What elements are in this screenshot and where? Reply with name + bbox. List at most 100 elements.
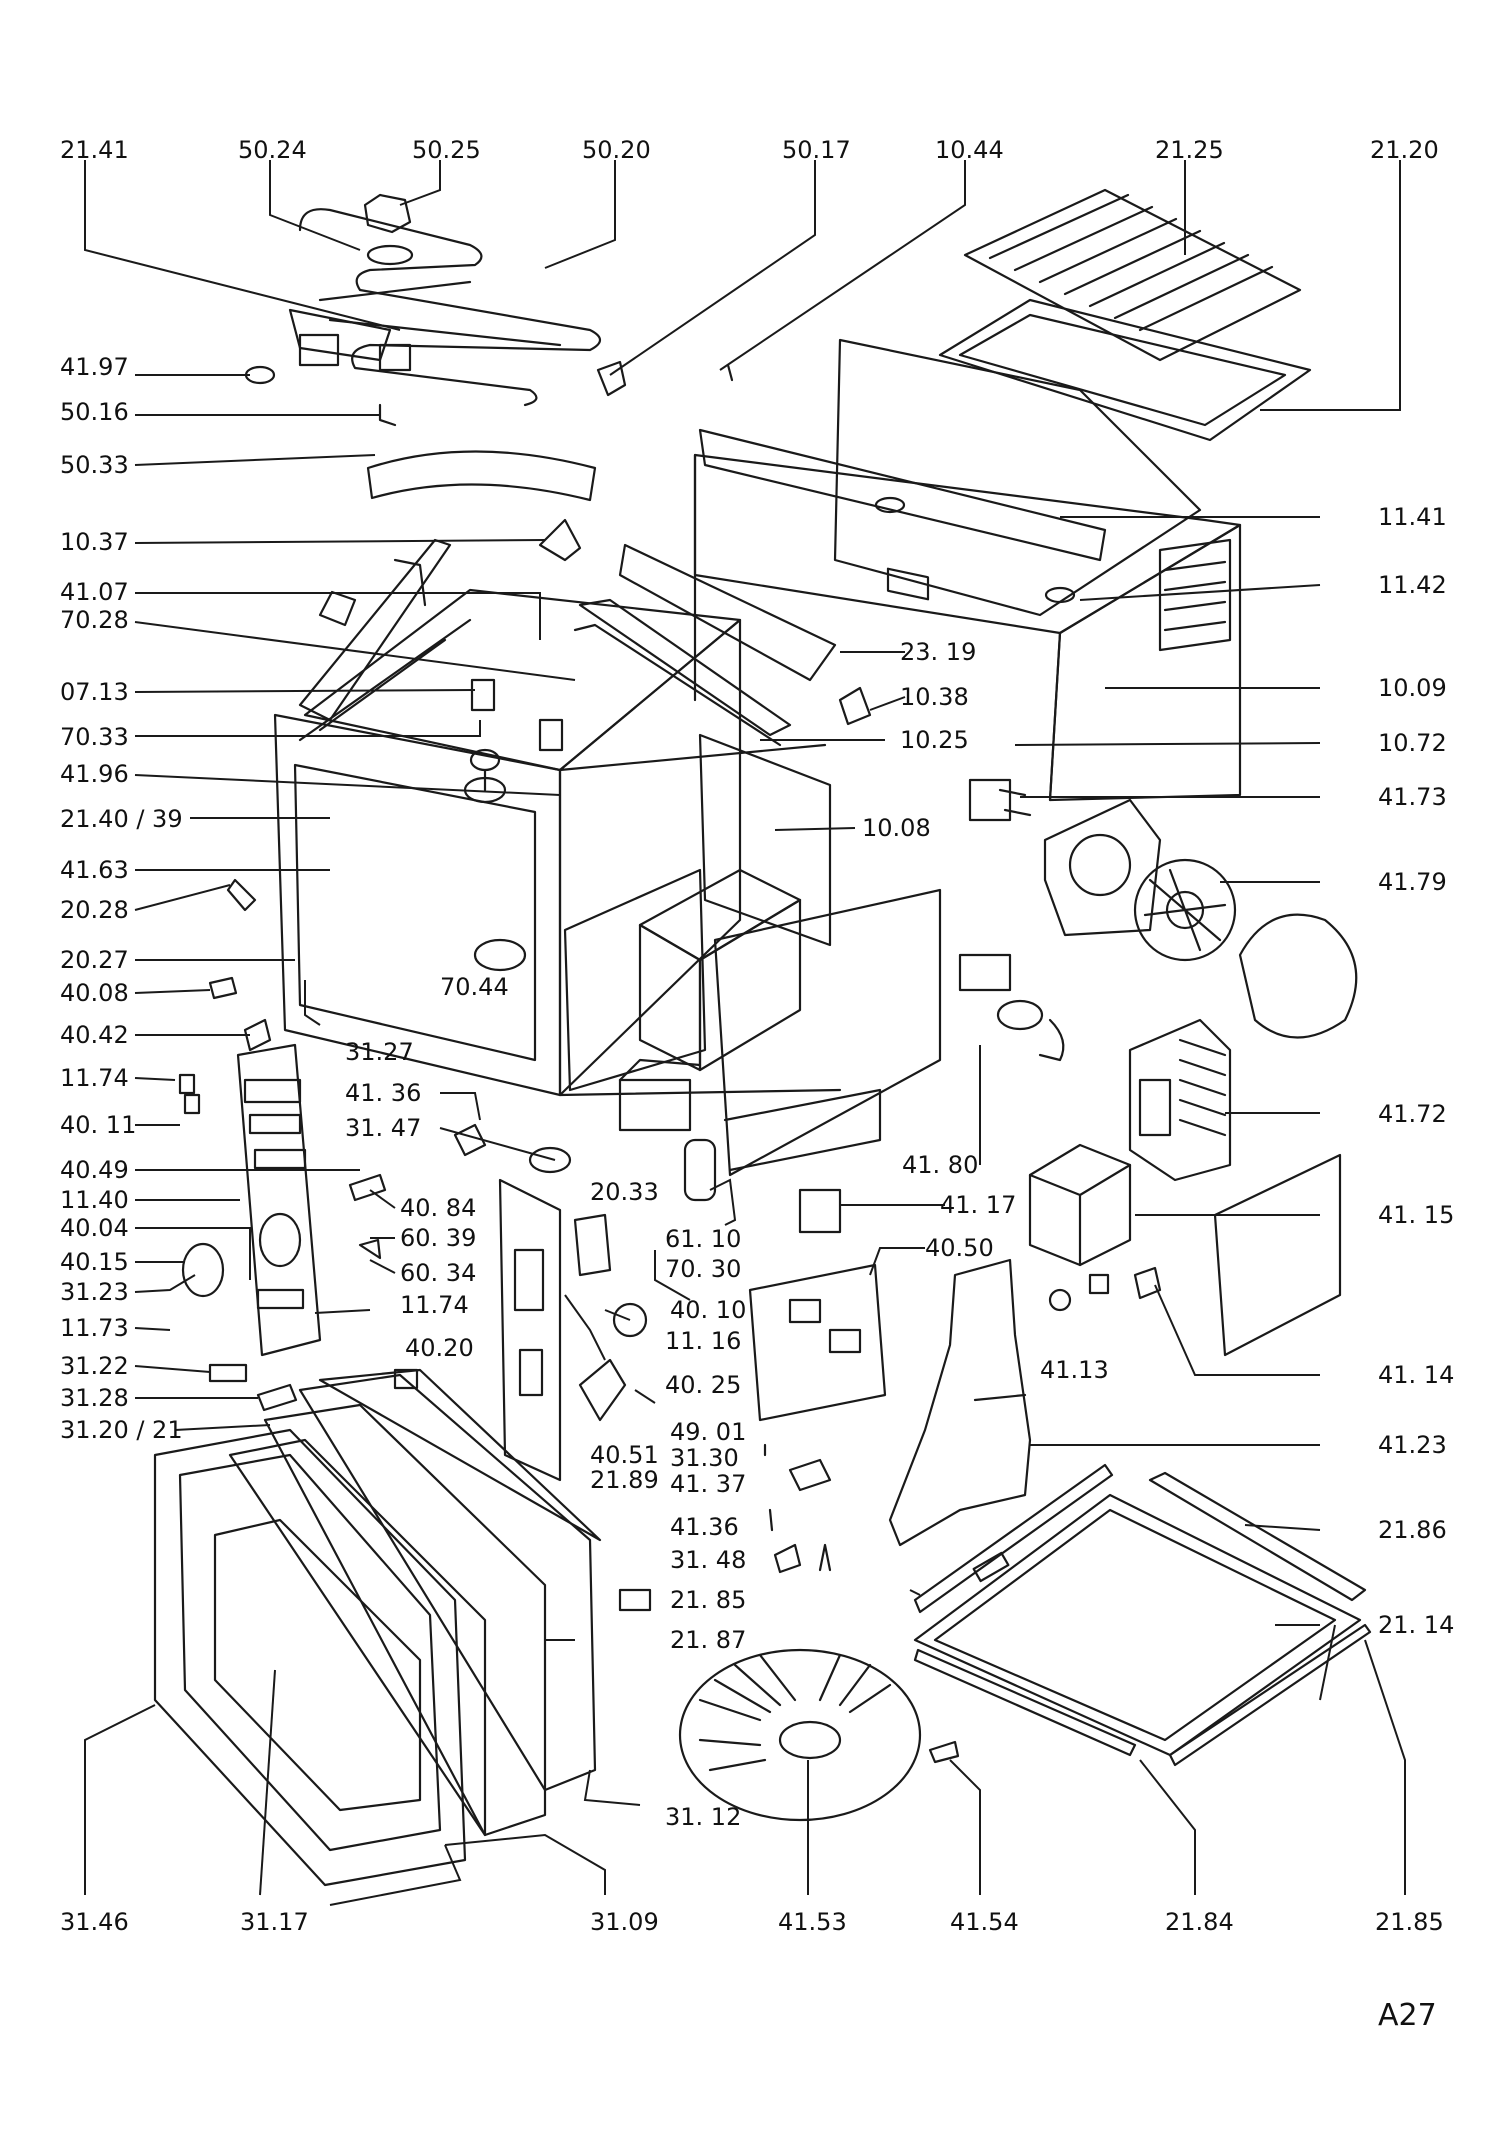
label-41-14: 41. 14 [1378, 1361, 1454, 1389]
label-50-17: 50.17 [782, 136, 851, 164]
fan-blade [1133, 858, 1237, 962]
label-41-36-upper: 41. 36 [345, 1079, 421, 1107]
label-70-28: 70.28 [60, 606, 129, 634]
label-31-23: 31.23 [60, 1278, 129, 1306]
label-70-30: 70. 30 [665, 1255, 741, 1283]
label-11-40: 11.40 [60, 1186, 129, 1214]
oven-front-frame [273, 588, 842, 1097]
fan-cover [1238, 913, 1358, 1039]
label-41-63: 41.63 [60, 856, 129, 884]
label-31-48: 31. 48 [670, 1546, 746, 1574]
label-10-38: 10.38 [900, 683, 969, 711]
label-40-15: 40.15 [60, 1248, 129, 1276]
label-50-24: 50.24 [238, 136, 307, 164]
label-41-73: 41.73 [1378, 783, 1447, 811]
label-21-89: 21.89 [590, 1466, 659, 1494]
label-40-10: 40. 10 [670, 1296, 746, 1324]
grill-reflector-50-33 [366, 450, 597, 502]
stirrer-motor-mount [463, 678, 507, 804]
label-41-13: 41.13 [1040, 1356, 1109, 1384]
cavity-side-bracket [618, 543, 837, 682]
relay-41-17 [798, 1188, 842, 1234]
label-31-28: 31.28 [60, 1384, 129, 1412]
label-20-28: 20.28 [60, 896, 129, 924]
door-inner-panels [228, 1368, 602, 1837]
label-21-84: 21.84 [1165, 1908, 1234, 1936]
label-41-97: 41.97 [60, 353, 129, 381]
label-41-23: 41.23 [1378, 1431, 1447, 1459]
label-40-49: 40.49 [60, 1156, 129, 1184]
part-number-labels: 21.41 50.24 50.25 50.20 50.17 10.44 21.2… [60, 136, 1454, 2033]
label-21-40-39: 21.40 / 39 [60, 805, 183, 833]
left-small-parts [178, 878, 298, 1412]
label-21-87: 21. 87 [670, 1626, 746, 1654]
label-41-36-lower: 41.36 [670, 1513, 739, 1541]
tray-rails [913, 1463, 1372, 1767]
label-10-08: 10.08 [862, 814, 931, 842]
label-31-46: 31.46 [60, 1908, 129, 1936]
label-11-16: 11. 16 [665, 1327, 741, 1355]
door-hinge-arm [298, 538, 452, 722]
label-21-85-mid: 21. 85 [670, 1586, 746, 1614]
label-41-80: 41. 80 [902, 1151, 978, 1179]
label-41-54: 41.54 [950, 1908, 1019, 1936]
hv-capacitor-41-80 [958, 953, 1065, 1062]
label-41-15: 41. 15 [1378, 1201, 1454, 1229]
label-21-41-top: 21.41 [60, 136, 129, 164]
label-21-85-bottom: 21.85 [1375, 1908, 1444, 1936]
grill-clip [596, 360, 627, 397]
label-31-22: 31.22 [60, 1352, 129, 1380]
label-40-84: 40. 84 [400, 1194, 476, 1222]
label-20-33: 20.33 [590, 1178, 659, 1206]
grill-tray [938, 298, 1312, 442]
leader-lines [84, 160, 1406, 1906]
label-60-34: 60. 34 [400, 1259, 476, 1287]
fan-motor-41-73 [968, 778, 1032, 822]
small-screw-10-44 [726, 363, 734, 382]
label-40-20: 40.20 [405, 1334, 474, 1362]
fan-housing-bracket [1043, 798, 1162, 937]
waveguide-side-panel [538, 718, 832, 947]
label-31-12: 31. 12 [665, 1803, 741, 1831]
label-40-42: 40.42 [60, 1021, 129, 1049]
label-07-13: 07.13 [60, 678, 129, 706]
label-70-44: 70.44 [440, 973, 509, 1001]
label-20-27: 20.27 [60, 946, 129, 974]
clip-10-38 [838, 686, 872, 726]
label-31-20-21: 31.20 / 21 [60, 1416, 183, 1444]
label-41-72: 41.72 [1378, 1100, 1447, 1128]
oven-cavity [558, 618, 742, 1132]
label-11-73: 11.73 [60, 1314, 129, 1342]
label-40-08: 40.08 [60, 979, 129, 1007]
control-panel-fascia [236, 1043, 322, 1357]
label-11-74-left: 11.74 [60, 1064, 129, 1092]
door-outer-frame [153, 1428, 467, 1887]
label-50-16: 50.16 [60, 398, 129, 426]
label-61-10: 61. 10 [665, 1225, 741, 1253]
thermal-fuse [1048, 1266, 1162, 1312]
grill-heating-element [298, 208, 602, 427]
label-21-14: 21. 14 [1378, 1611, 1454, 1639]
label-41-96: 41.96 [60, 760, 129, 788]
air-duct [888, 1258, 1032, 1547]
magnetron [1028, 1143, 1132, 1267]
waveguide-cover-sheet [1213, 1153, 1342, 1357]
door-latch-parts [348, 1123, 717, 1612]
control-pcb [748, 1263, 887, 1422]
label-50-25: 50.25 [412, 136, 481, 164]
label-41-37: 41. 37 [670, 1470, 746, 1498]
glass-floor-tray [913, 1493, 1362, 1757]
center-small-parts [763, 1443, 1010, 1583]
high-voltage-transformer [1128, 1018, 1232, 1182]
label-40-25: 40. 25 [665, 1371, 741, 1399]
label-40-51: 40.51 [590, 1441, 659, 1469]
label-49-01: 49. 01 [670, 1418, 746, 1446]
small-fuse-41-97 [244, 365, 276, 385]
label-10-72: 10.72 [1378, 729, 1447, 757]
label-21-86: 21.86 [1378, 1516, 1447, 1544]
label-50-20: 50.20 [582, 136, 651, 164]
label-11-41: 11.41 [1378, 503, 1447, 531]
mica-cover-10-37 [538, 518, 582, 562]
label-31-30: 31.30 [670, 1444, 739, 1472]
interlock-switch-bracket [498, 1178, 612, 1482]
